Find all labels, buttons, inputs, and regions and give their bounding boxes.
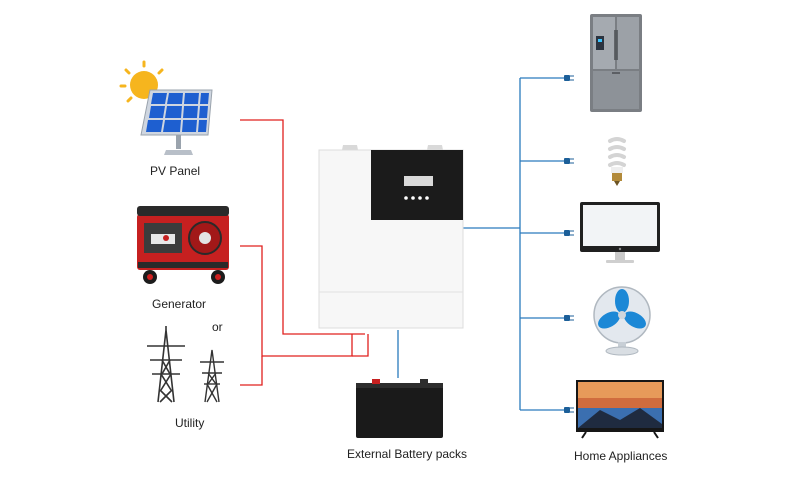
pv-panel-label: PV Panel <box>150 164 201 178</box>
plug-icon <box>564 407 574 413</box>
tv-icon <box>576 380 664 439</box>
power-pylon-icon <box>200 349 224 403</box>
battery-icon <box>356 379 443 438</box>
power-pylon-icon <box>147 326 185 403</box>
fan-icon <box>593 286 651 356</box>
home-appliances-label: Home Appliances <box>574 449 668 463</box>
light-bulb-icon <box>608 137 626 186</box>
plug-icon <box>564 315 574 321</box>
battery-label: External Battery packs <box>347 447 468 461</box>
or-label: or <box>212 320 223 334</box>
plug-icon <box>564 158 574 164</box>
plug-icon <box>564 75 574 81</box>
input-wires <box>240 119 369 386</box>
plug-group <box>564 75 574 413</box>
plug-icon <box>564 230 574 236</box>
refrigerator-icon <box>590 14 642 112</box>
generator-label: Generator <box>152 297 207 311</box>
utility-label: Utility <box>175 416 205 430</box>
solar-panel-icon <box>140 89 213 155</box>
generator-icon <box>137 206 229 284</box>
monitor-icon <box>580 202 660 263</box>
inverter-icon <box>318 145 464 329</box>
output-wires <box>397 77 566 411</box>
